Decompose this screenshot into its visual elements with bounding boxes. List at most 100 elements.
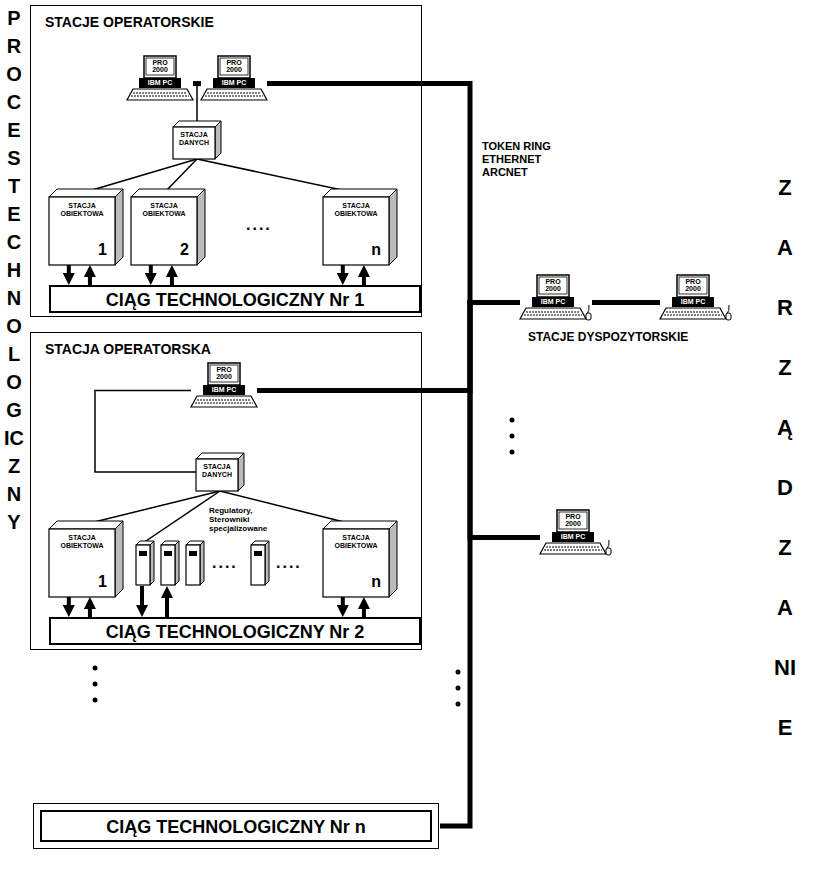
pc-workstation: PRO 2000IBM PC [520,275,592,321]
monitor [537,275,569,297]
screen [146,58,174,75]
station-label: STACJA DANYCH [175,131,213,147]
shape-drawing [131,189,205,265]
pc-workstation: PRO 2000IBM PC [127,56,193,102]
network-link [267,84,520,303]
box-side [150,541,154,585]
dot [456,686,461,691]
pc-workstation: PRO 2000IBM PC [201,56,267,102]
keyboard [191,396,257,407]
box-side [389,521,397,597]
keyboard-keys [524,312,582,315]
box-front [196,459,238,491]
key-row [133,93,187,94]
screen-label: PRO 2000 [210,366,238,380]
station-number: n [371,241,381,259]
computer-label: IBM PC [672,298,714,306]
box-side [115,521,123,597]
signal-arrow [140,586,144,609]
data-station-box: STACJA DANYCH [173,121,221,159]
box-side [238,453,244,491]
keyboard [201,89,267,100]
object-station-box: STACJA OBIEKTOWA 2 [131,189,205,265]
shape-drawing [49,521,123,597]
connector-line [143,491,220,543]
signal-arrow [149,265,153,277]
connector-line [193,84,197,121]
shape-drawing [323,521,397,597]
station-label: STACJA OBIEKTOWA [133,202,195,218]
controller-group: Regulatory, Sterowniki specjalizowane [131,496,316,586]
dot [93,698,98,703]
continuation-dots [93,418,515,707]
controller-display [139,551,147,556]
station-label: STACJA DANYCH [198,463,236,479]
box-front [49,197,115,265]
connector-line [82,159,197,193]
system-unit [552,532,594,542]
box-top [323,521,397,529]
key-row [197,400,251,401]
keyboard [127,89,193,100]
signal-arrow [362,605,366,617]
pc-workstation: PRO 2000IBM PC [660,275,732,321]
dot [510,434,515,439]
controller-display [164,551,172,556]
system-unit [213,78,255,88]
data-station-box: STACJA DANYCH [196,453,244,491]
key-row [205,96,263,97]
keyboard-keys [544,547,602,550]
signal-arrow [341,265,345,277]
key-row [544,550,602,551]
dot [93,682,98,687]
connector-line [82,491,220,525]
signal-arrow [165,594,169,617]
signal-arrow [341,597,345,609]
keyboard-keys [195,400,253,403]
process-line-box: CIĄG TECHNOLOGICZNY Nr n [40,810,432,842]
station-group-panel: PRO 2000IBM PCSTACJA DANYCHSTACJA OBIEKT… [30,332,422,650]
system-unit [532,297,574,307]
network-link [440,303,520,826]
box-front [49,529,115,597]
keyboard [540,543,606,554]
key-row [195,403,253,404]
mouse [726,313,731,320]
system-unit [672,297,714,307]
station-group-panel: PRO 2000IBM PCPRO 2000IBM PC STACJA DANYC… [30,5,422,317]
box-top [196,453,244,459]
group-caption: STACJE DYSPOZYTORSKIE [528,330,688,344]
box-front [323,197,389,265]
station-number: 2 [180,241,189,259]
ellipsis: .... [212,554,238,572]
box-top [323,189,397,197]
monitor [208,363,240,385]
station-number: 1 [98,241,107,259]
screen [559,512,587,529]
signal-arrow [362,273,366,285]
pc-workstation: PRO 2000IBM PC [540,510,612,556]
box-side [197,189,205,265]
key-row [131,96,189,97]
network-link [257,303,520,391]
dot [510,450,515,455]
station-label: STACJA OBIEKTOWA [325,202,387,218]
shape-drawing [49,189,123,265]
process-line-label: CIĄG TECHNOLOGICZNY Nr 1 [51,289,419,311]
ellipsis: .... [246,216,272,234]
network-label: TOKEN RING ETHERNET ARCNET [482,140,564,179]
computer-label: IBM PC [532,298,574,306]
box-side [175,541,179,585]
screen-label: PRO 2000 [679,278,707,292]
computer-label: IBM PC [213,79,255,87]
box-front [186,545,200,585]
station-label: STACJA OBIEKTOWA [51,534,113,550]
keyboard [520,308,586,319]
box-front [131,197,197,265]
signal-arrow [67,265,71,277]
process-line-label: CIĄG TECHNOLOGICZNY Nr 2 [51,621,419,643]
side-caption: PROCES TECHNOLOGICZNY [4,4,24,536]
controller-label: Regulatory, Sterowniki specjalizowane [209,506,275,533]
